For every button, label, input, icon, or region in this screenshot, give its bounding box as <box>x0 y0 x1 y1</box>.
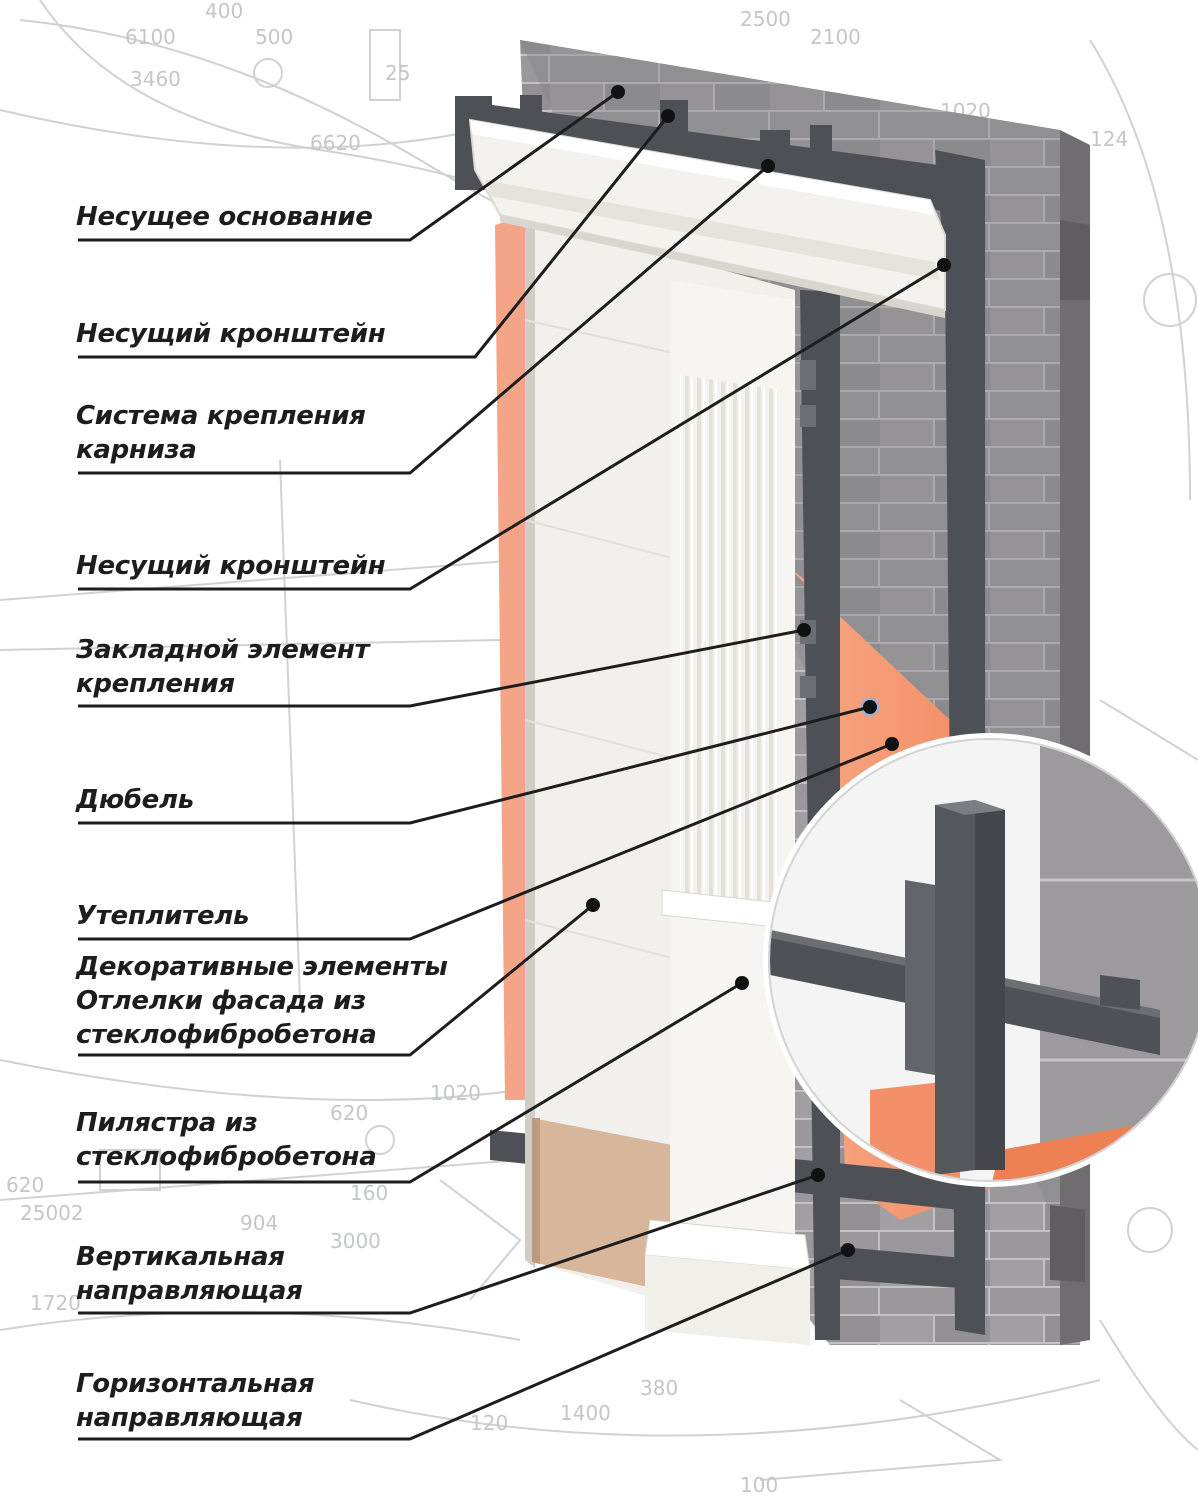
callout-dot-cornice-fixing <box>761 159 775 173</box>
label-line: Пилястра из <box>76 1108 258 1138</box>
sketch-number: 904 <box>240 1211 278 1235</box>
leader-line-dowel <box>78 705 871 825</box>
label-line: направляющая <box>76 1276 303 1306</box>
callout-dot-insulation <box>885 737 899 751</box>
callout-dot-pilaster <box>735 976 749 990</box>
callout-dot-horizontal-guide <box>841 1243 855 1257</box>
sketch-number: 620 <box>6 1173 44 1197</box>
sketch-number: 3460 <box>130 67 181 91</box>
label-line: направляющая <box>76 1403 303 1433</box>
label-line: Отлелки фасада из <box>76 986 366 1016</box>
leader-line-pilaster <box>78 981 743 1184</box>
sketch-number: 2100 <box>810 25 861 49</box>
label-line: Несущий кронштейн <box>76 551 386 581</box>
sketch-number: 100 <box>740 1473 778 1497</box>
sketch-number: 25002 <box>20 1201 84 1225</box>
label-bracket-2: Несущий кронштейн <box>76 549 386 583</box>
callout-dot-decor-elements <box>586 898 600 912</box>
label-bracket-1: Несущий кронштейн <box>76 317 386 351</box>
label-line: Закладной элемент <box>76 635 370 665</box>
sketch-number: 25 <box>385 61 410 85</box>
label-line: стеклофибробетона <box>76 1142 377 1172</box>
label-insulation: Утеплитель <box>76 899 249 933</box>
label-horizontal-guide: Горизонтальная направляющая <box>76 1367 315 1435</box>
leader-line-bracket-2 <box>78 263 945 591</box>
label-line: Несущее основание <box>76 202 373 232</box>
label-line: Дюбель <box>76 785 194 815</box>
label-line: Несущий кронштейн <box>76 319 386 349</box>
leader-line-load-base <box>78 90 619 242</box>
label-line: Декоративные элементы <box>76 952 448 982</box>
sketch-number: 400 <box>205 0 243 23</box>
leader-line-cornice-fixing <box>78 164 769 475</box>
callout-dot-embedded-element <box>797 623 811 637</box>
sketch-number: 6100 <box>125 25 176 49</box>
sketch-number: 1020 <box>430 1081 481 1105</box>
leader-line-vertical-guide <box>78 1173 819 1315</box>
callout-dots <box>586 85 951 1257</box>
sketch-number: 1720 <box>30 1291 81 1315</box>
label-line: Утеплитель <box>76 901 250 931</box>
label-pilaster: Пилястра из стеклофибробетона <box>76 1106 377 1174</box>
leader-line-horizontal-guide <box>78 1248 849 1441</box>
callout-dot-bracket-1 <box>661 109 675 123</box>
sketch-number: 2500 <box>740 7 791 31</box>
label-vertical-guide: Вертикальная направляющая <box>76 1240 303 1308</box>
callout-dot-bracket-2 <box>937 258 951 272</box>
zoom-inset <box>763 733 1198 1187</box>
callout-dot-dowel <box>863 700 877 714</box>
cornice <box>468 118 946 318</box>
sketch-number: 620 <box>330 1101 368 1125</box>
label-line: крепления <box>76 669 235 699</box>
label-dowel: Дюбель <box>76 783 194 817</box>
label-cornice-fixing: Система крепления карниза <box>76 399 366 467</box>
sketch-number: 6620 <box>310 131 361 155</box>
label-load-base: Несущее основание <box>76 200 373 234</box>
label-decor-elements: Декоративные элементы Отлелки фасада из … <box>76 950 448 1052</box>
label-line: Вертикальная <box>76 1242 285 1272</box>
sketch-number: 500 <box>255 25 293 49</box>
callout-dot-load-base <box>611 85 625 99</box>
label-line: карниза <box>76 435 197 465</box>
label-line: Горизонтальная <box>76 1369 315 1399</box>
leader-line-bracket-1 <box>78 115 670 359</box>
leader-lines <box>78 90 945 1441</box>
sketch-number: 3000 <box>330 1229 381 1253</box>
background-sketch-numbers: 6100 400 500 3460 25 2500 2100 6620 1020… <box>6 0 1128 1497</box>
label-embedded-element: Закладной элемент крепления <box>76 633 370 701</box>
sketch-number: 120 <box>470 1411 508 1435</box>
callout-dot-vertical-guide <box>811 1168 825 1182</box>
leader-line-embedded-element <box>78 628 805 708</box>
sketch-number: 124 <box>1090 127 1128 151</box>
sketch-number: 1400 <box>560 1401 611 1425</box>
leader-line-decor-elements <box>78 903 594 1057</box>
label-line: стеклофибробетона <box>76 1020 377 1050</box>
leader-line-insulation <box>78 742 893 941</box>
sketch-number: 160 <box>350 1181 388 1205</box>
sketch-number: 380 <box>640 1376 678 1400</box>
label-line: Система крепления <box>76 401 366 431</box>
